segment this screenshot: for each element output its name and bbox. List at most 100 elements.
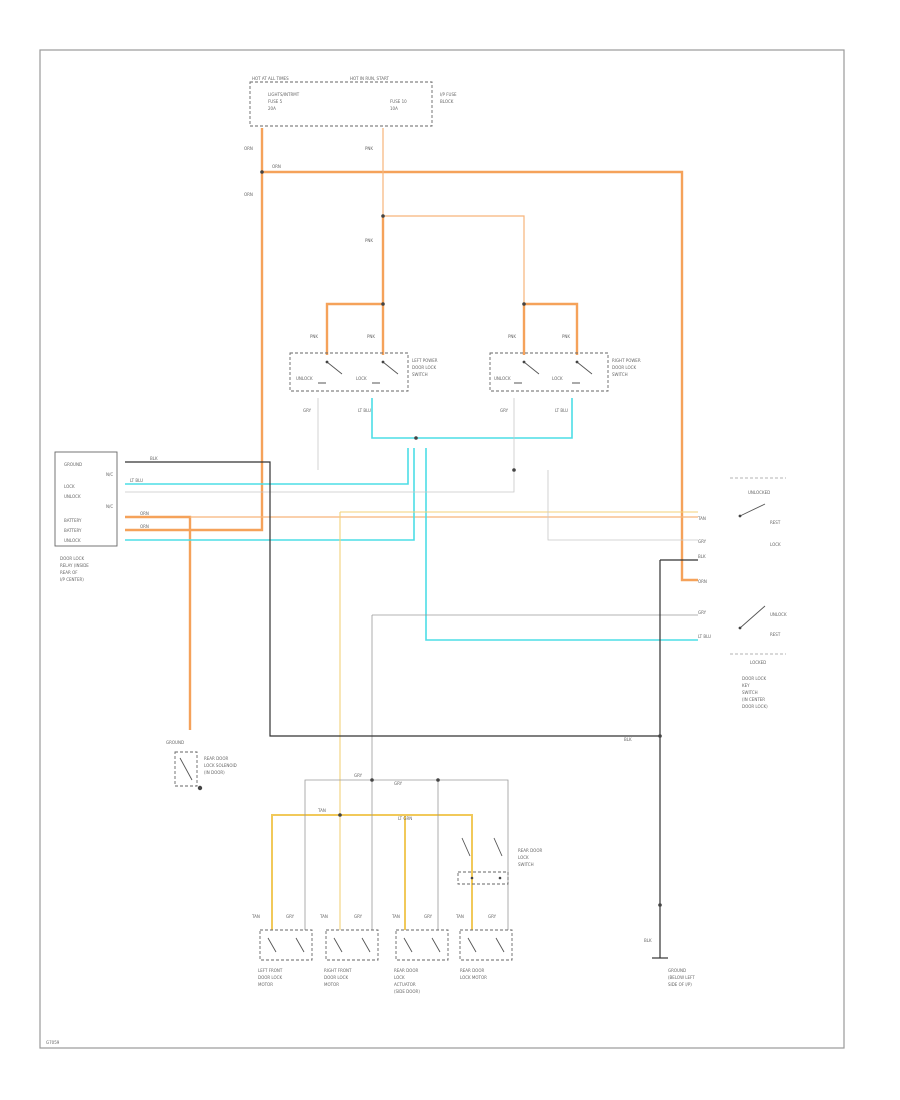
key-switch-footer: LOCKED bbox=[750, 660, 766, 665]
orange-battery-wire bbox=[125, 172, 264, 532]
fuse2-line2: 10A bbox=[390, 106, 398, 111]
diagram-frame bbox=[39, 49, 845, 1049]
wire-label: ORN bbox=[244, 146, 253, 151]
motor-wire-label: GRY bbox=[488, 914, 497, 919]
right-switch-name3: SWITCH bbox=[612, 372, 628, 377]
motor-wire-label: GRY bbox=[354, 914, 363, 919]
cyan-trunk-wire2 bbox=[125, 448, 415, 541]
wire-label: PNK bbox=[365, 238, 373, 243]
right-switch-unlock: UNLOCK bbox=[494, 376, 511, 381]
door-lock-relay: GROUND N/C LOCK UNLOCK N/C BATTERY BATTE… bbox=[54, 451, 118, 582]
solenoid-name2: LOCK SOLENOID bbox=[204, 763, 237, 768]
motor4-line1: REAR DOOR bbox=[460, 968, 484, 973]
splice bbox=[381, 302, 385, 306]
key-switch-name5: DOOR LOCK) bbox=[742, 704, 768, 709]
motor3-line2: LOCK bbox=[394, 975, 405, 980]
left-switch-unlock: UNLOCK bbox=[296, 376, 313, 381]
wire-label: PNK bbox=[367, 334, 375, 339]
left-door-lock-switch: UNLOCK LOCK LEFT POWER DOOR LOCK SWITCH bbox=[289, 352, 438, 392]
left-switch-lock: LOCK bbox=[356, 376, 367, 381]
wire-label: TAN bbox=[317, 808, 326, 813]
relay-term4: UNLOCK bbox=[64, 494, 81, 499]
key-switch-s1: REST bbox=[770, 520, 781, 525]
wire-label: LT BLU bbox=[130, 478, 143, 483]
fuse-block-name1: I/P FUSE bbox=[440, 92, 457, 97]
motor3-line1: REAR DOOR bbox=[394, 968, 418, 973]
rear-switch-name1: REAR DOOR bbox=[518, 848, 542, 853]
hot-at-all-times-label: HOT AT ALL TIMES bbox=[252, 76, 289, 81]
wire-label: PNK bbox=[310, 334, 318, 339]
solenoid-name3: (IN DOOR) bbox=[204, 770, 225, 775]
motor1-line2: DOOR LOCK bbox=[258, 975, 282, 980]
pink-sw-left-wire bbox=[325, 216, 385, 355]
ground-wire-label: BLK bbox=[644, 938, 652, 943]
motor3-line4: (SIDE DOOR) bbox=[394, 989, 420, 994]
wire-label: PNK bbox=[562, 334, 570, 339]
motor-wire-label: TAN bbox=[455, 914, 464, 919]
ground-name1: GROUND bbox=[668, 968, 686, 973]
wire-label: PNK bbox=[508, 334, 516, 339]
wire-label: ORN bbox=[272, 164, 281, 169]
key-switch-name3: SWITCH bbox=[742, 690, 758, 695]
motor4-line2: LOCK MOTOR bbox=[460, 975, 487, 980]
rear-door-lock-motor: TAN GRY REAR DOOR LOCK MOTOR bbox=[455, 914, 513, 980]
wire-label: PNK bbox=[365, 146, 373, 151]
motor-wire-label: TAN bbox=[251, 914, 260, 919]
relay-name3: REAR OF bbox=[60, 570, 78, 575]
door-lock-key-switch: UNLOCKED REST LOCK UNLOCK REST LOCKED DO… bbox=[730, 477, 787, 709]
wire-label: LT GRN bbox=[398, 816, 412, 821]
relay-term1: GROUND bbox=[64, 462, 82, 467]
motor2-line1: RIGHT FRONT bbox=[324, 968, 352, 973]
splice bbox=[658, 903, 662, 907]
left-switch-name1: LEFT POWER bbox=[412, 358, 438, 363]
key-switch-s2: LOCK bbox=[770, 542, 781, 547]
wire-label: ORN bbox=[140, 524, 149, 529]
solenoid-name1: REAR DOOR bbox=[204, 756, 228, 761]
splice bbox=[658, 734, 662, 738]
splice bbox=[370, 778, 374, 782]
right-door-lock-switch: UNLOCK LOCK RIGHT POWER DOOR LOCK SWITCH bbox=[489, 352, 641, 392]
key-switch-name2: KEY bbox=[742, 683, 750, 688]
wire-label: ORN bbox=[244, 192, 253, 197]
cyan-switch-left-wire bbox=[371, 398, 416, 439]
fuse1-line2: FUSE 5 bbox=[268, 99, 283, 104]
splice bbox=[414, 436, 418, 440]
relay-name4: I/P CENTER) bbox=[60, 577, 84, 582]
wire-label: LT BLU bbox=[698, 634, 711, 639]
gray-relay-wire bbox=[125, 470, 515, 493]
rear-door-lock-solenoid: GROUND REAR DOOR LOCK SOLENOID (IN DOOR) bbox=[166, 740, 237, 791]
splice bbox=[338, 813, 342, 817]
wire-label: BLK bbox=[624, 737, 632, 742]
wire-label: GRY bbox=[354, 773, 363, 778]
fuse-block-name2: BLOCK bbox=[440, 99, 454, 104]
wire-label: GRY bbox=[698, 610, 707, 615]
relay-term8: UNLOCK bbox=[64, 538, 81, 543]
relay-term7: BATTERY bbox=[64, 528, 82, 533]
motor-wire-label: GRY bbox=[286, 914, 295, 919]
orange-relay-out-wire bbox=[125, 515, 192, 730]
figure-code: G7059 bbox=[46, 1040, 60, 1045]
relay-name1: DOOR LOCK bbox=[60, 556, 84, 561]
relay-term3: LOCK bbox=[64, 484, 75, 489]
cyan-switch-right-wire bbox=[416, 398, 573, 439]
right-switch-name2: DOOR LOCK bbox=[612, 365, 636, 370]
relay-term5: N/C bbox=[106, 504, 113, 509]
wire-label: ORN bbox=[140, 511, 149, 516]
splice bbox=[381, 214, 385, 218]
motor-wire-label: TAN bbox=[319, 914, 328, 919]
rear-door-lock-actuator: TAN GRY REAR DOOR LOCK ACTUATOR (SIDE DO… bbox=[391, 914, 449, 994]
left-front-door-lock-motor: TAN GRY LEFT FRONT DOOR LOCK MOTOR bbox=[251, 914, 313, 987]
black-ground-wire bbox=[125, 461, 660, 737]
motor-wire-label: TAN bbox=[391, 914, 400, 919]
relay-term2: N/C bbox=[106, 472, 113, 477]
wire-label: ORN bbox=[698, 579, 707, 584]
right-switch-lock: LOCK bbox=[552, 376, 563, 381]
right-switch-name1: RIGHT POWER bbox=[612, 358, 641, 363]
motor-wire-label: GRY bbox=[424, 914, 433, 919]
relay-term6: BATTERY bbox=[64, 518, 82, 523]
ground-name3: SIDE OF I/P) bbox=[668, 982, 692, 987]
key-switch-header: UNLOCKED bbox=[748, 490, 770, 495]
motor1-line1: LEFT FRONT bbox=[258, 968, 283, 973]
rear-door-lock-switch: REAR DOOR LOCK SWITCH bbox=[457, 837, 542, 885]
